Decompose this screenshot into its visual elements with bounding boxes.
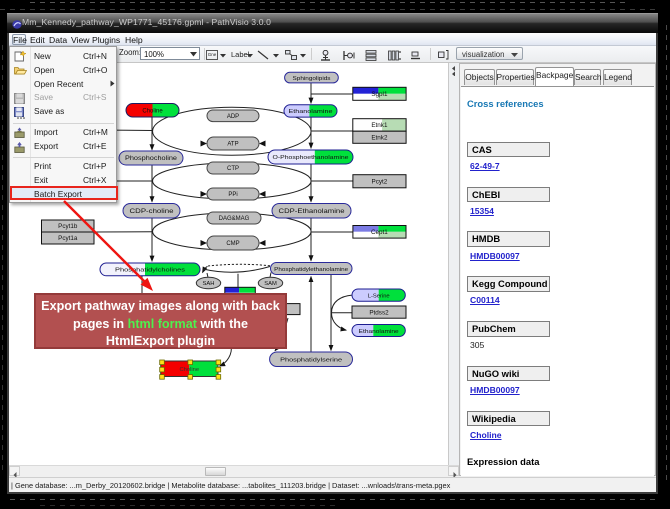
svg-text:Ethanolamine: Ethanolamine (289, 109, 333, 115)
svg-text:O-Phosphoethanolamine: O-Phosphoethanolamine (273, 155, 349, 161)
svg-text:Phosphatidylethanolamine: Phosphatidylethanolamine (274, 267, 348, 273)
svg-text:CDP-choline: CDP-choline (130, 209, 175, 215)
svg-text:SAM: SAM (264, 281, 277, 287)
svg-text:Pcyt1a: Pcyt1a (58, 235, 78, 242)
svg-text:Pcyt1b: Pcyt1b (58, 223, 78, 230)
svg-text:Pcyt2: Pcyt2 (372, 179, 388, 186)
svg-text:Sphingolipids: Sphingolipids (293, 76, 331, 82)
svg-text:Phosphatidylserine: Phosphatidylserine (280, 357, 342, 363)
svg-text:PPi: PPi (228, 192, 237, 198)
svg-text:Choline: Choline (179, 367, 199, 373)
svg-text:CDP-Ethanolamine: CDP-Ethanolamine (279, 209, 346, 215)
svg-text:Ethanolamine: Ethanolamine (359, 329, 399, 335)
svg-text:Choline: Choline (142, 109, 163, 115)
svg-text:Phosphatidylcholines: Phosphatidylcholines (115, 268, 185, 274)
svg-text:Etnk1: Etnk1 (371, 122, 388, 129)
svg-text:Ptdss2: Ptdss2 (369, 309, 389, 316)
svg-text:DAG&MAG: DAG&MAG (219, 216, 250, 222)
svg-text:Phosphocholine: Phosphocholine (125, 156, 178, 162)
svg-text:CTP: CTP (227, 166, 239, 172)
svg-text:L-Serine: L-Serine (368, 293, 390, 299)
svg-text:SAH: SAH (203, 281, 215, 287)
svg-text:Etnk2: Etnk2 (371, 135, 388, 142)
svg-text:ADP: ADP (227, 114, 239, 120)
svg-text:Cept1: Cept1 (371, 229, 388, 236)
svg-text:Sgpl1: Sgpl1 (371, 91, 388, 98)
svg-text:CMP: CMP (226, 241, 239, 247)
svg-text:ATP: ATP (227, 142, 238, 148)
